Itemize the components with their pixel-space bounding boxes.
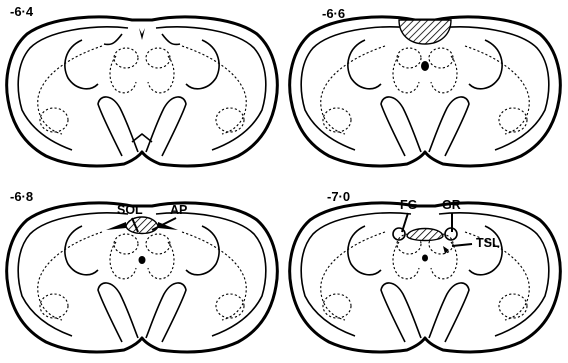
central-canal-3: [139, 256, 146, 264]
central-canal-4: [422, 255, 428, 262]
section-label-2: -6·6: [322, 6, 345, 21]
lesion-area-2: [399, 20, 451, 44]
arrow-fg: [402, 213, 408, 232]
region-label-tsl: TSL: [476, 236, 500, 250]
arrow-tsl: [452, 244, 472, 246]
section-panel-4: [290, 203, 561, 352]
region-label-fg: FG: [400, 198, 417, 212]
section-panel-2: [290, 17, 561, 166]
region-label-gr: GR: [442, 198, 461, 212]
central-canal-2: [421, 61, 429, 71]
tsl-mark: [443, 246, 449, 254]
sol-mark-left: [106, 222, 126, 230]
region-label-sol: SOL: [117, 203, 143, 217]
section-label-4: -7·0: [327, 189, 350, 204]
section-panel-1: [7, 16, 278, 166]
section-panel-3: [7, 203, 278, 352]
region-label-ap: AP: [170, 203, 187, 217]
section-label-3: -6·8: [10, 189, 33, 204]
lesion-area-3: [126, 217, 158, 234]
lesion-area-4: [407, 229, 443, 241]
section-label-1: -6·4: [10, 4, 34, 19]
